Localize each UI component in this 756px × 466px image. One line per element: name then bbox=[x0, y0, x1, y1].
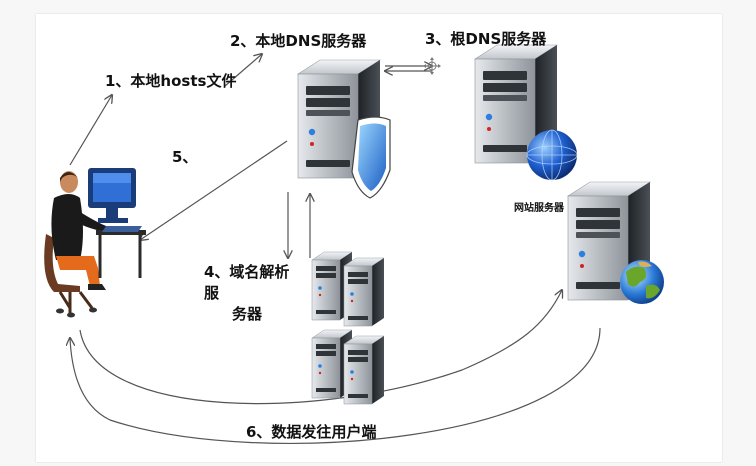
person-at-computer-icon bbox=[44, 168, 146, 318]
server-with-earth-globe-icon bbox=[620, 260, 664, 304]
step4-line1: 4、域名解析服 bbox=[204, 263, 290, 302]
server-with-shield-icon bbox=[351, 116, 391, 199]
website-server bbox=[567, 181, 664, 304]
step6-label: 6、数据发往用户端 bbox=[246, 423, 377, 441]
arrow-to-hosts bbox=[69, 95, 112, 166]
server-cluster-icon bbox=[311, 251, 385, 405]
step5-label: 5、 bbox=[172, 148, 198, 166]
arrow-to-local-dns bbox=[224, 54, 262, 87]
step4-resolver-label: 4、域名解析服 务器 bbox=[204, 262, 304, 325]
arrow-step5-to-user bbox=[140, 140, 288, 240]
arrow-website-to-user bbox=[70, 327, 601, 444]
move-cursor-icon bbox=[423, 57, 441, 75]
server-with-globe-icon bbox=[526, 129, 578, 181]
root-dns-server bbox=[474, 44, 578, 181]
local-dns-server bbox=[297, 59, 391, 199]
step4-line2: 务器 bbox=[232, 305, 263, 323]
step3-root-dns-label: 3、根DNS服务器 bbox=[425, 30, 547, 48]
website-server-label: 网站服务器 bbox=[514, 203, 564, 214]
step2-local-dns-label: 2、本地DNS服务器 bbox=[230, 32, 367, 50]
step1-hosts-label: 1、本地hosts文件 bbox=[105, 72, 237, 90]
